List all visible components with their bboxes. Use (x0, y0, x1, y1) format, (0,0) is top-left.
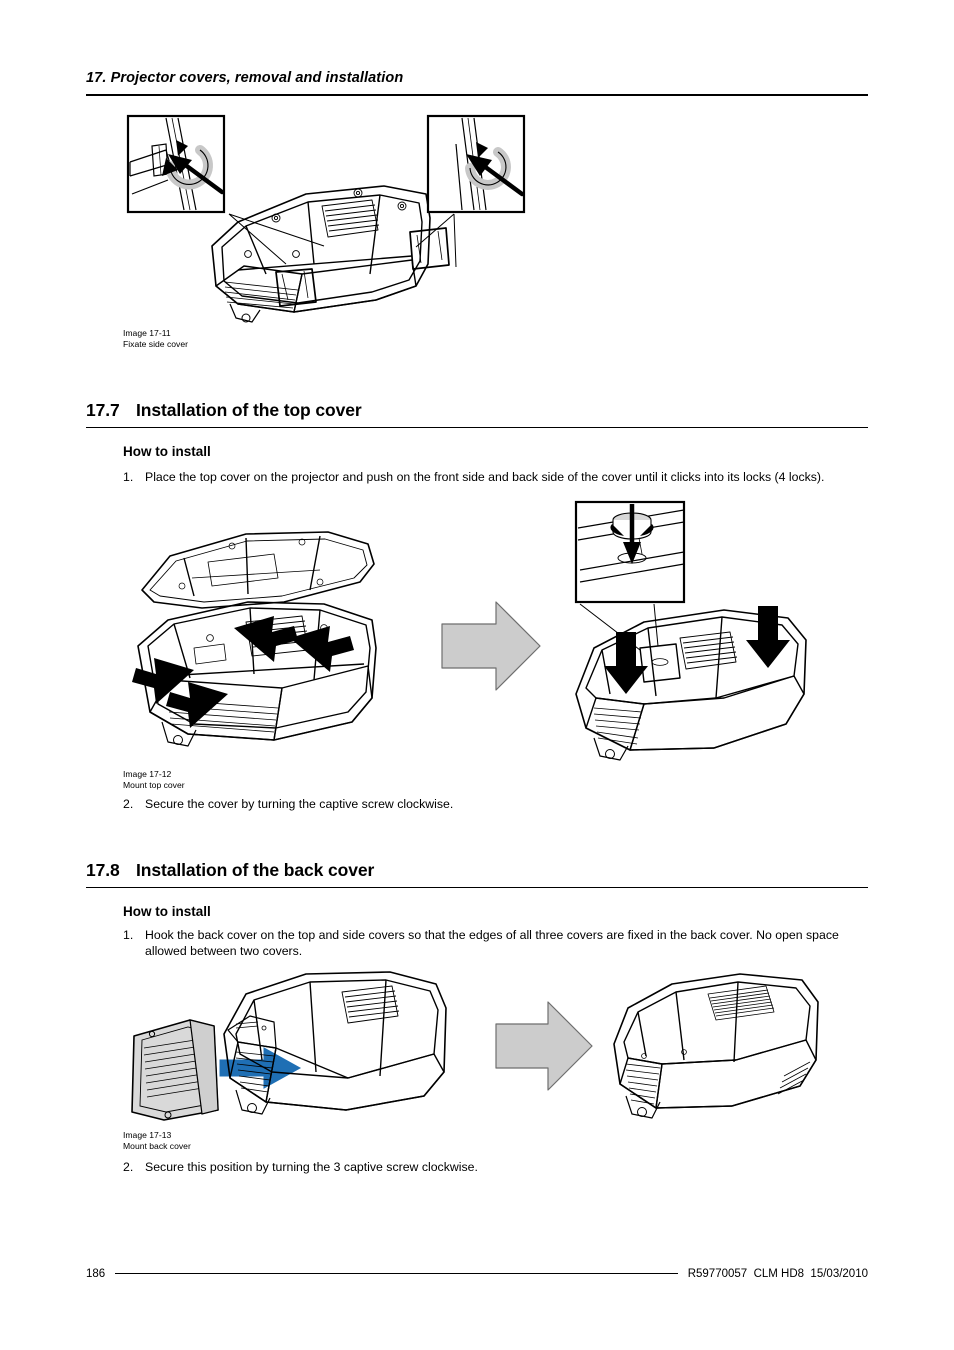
figure-17-12-artwork (132, 500, 807, 761)
blue-insert-arrow (219, 1047, 302, 1089)
detail-callout-left (126, 114, 226, 214)
step-17-8-1-text: Hook the back cover on the top and side … (145, 928, 839, 958)
figure-17-12-caption-id: Image 17-12 (123, 769, 172, 779)
step-17-7-2: 2. Secure the cover by turning the capti… (123, 797, 868, 813)
figure-17-13-caption-text: Mount back cover (123, 1141, 191, 1151)
step-17-7-2-text: Secure the cover by turning the captive … (145, 797, 454, 811)
section-17-7-rule (86, 427, 868, 428)
figure-17-11 (126, 114, 536, 329)
footer-reference: R59770057 CLM HD8 15/03/2010 (687, 1268, 868, 1280)
step-17-8-2-text: Secure this position by turning the 3 ca… (145, 1160, 478, 1174)
figure-17-13-caption-id: Image 17-13 (123, 1130, 172, 1140)
step-17-7-2-number: 2. (123, 797, 134, 811)
running-header: 17. Projector covers, removal and instal… (86, 70, 868, 96)
figure-17-13 (124, 968, 824, 1128)
step-17-7-1-text: Place the top cover on the projector and… (145, 470, 825, 484)
section-17-7-title: Installation of the top cover (136, 400, 362, 420)
footer-rule (115, 1272, 678, 1274)
section-17-7: 17.7 Installation of the top cover How t… (86, 400, 868, 459)
section-17-8-subhead: How to install (123, 904, 211, 919)
back-cover-panel (131, 1019, 219, 1121)
step-17-7-1: 1. Place the top cover on the projector … (123, 470, 868, 486)
step-17-8-2-number: 2. (123, 1160, 134, 1174)
page-footer: 186 R59770057 CLM HD8 15/03/2010 (86, 1268, 868, 1280)
step-17-7-1-number: 1. (123, 470, 134, 484)
figure-17-11-caption-id: Image 17-11 (123, 328, 171, 338)
section-17-7-subhead: How to install (123, 444, 211, 459)
section-17-7-number: 17.7 (86, 400, 120, 420)
section-17-8-heading: 17.8 Installation of the back cover (86, 860, 868, 881)
figure-17-11-artwork (126, 114, 526, 323)
push-arrows (132, 616, 354, 728)
step-17-8-2: 2. Secure this position by turning the 3… (123, 1160, 868, 1176)
section-17-8: 17.8 Installation of the back cover How … (86, 860, 868, 919)
press-arrows (604, 606, 790, 694)
detail-callout-right (426, 114, 526, 214)
section-17-8-number: 17.8 (86, 860, 120, 880)
header-title: 17. Projector covers, removal and instal… (86, 70, 404, 86)
section-17-7-heading: 17.7 Installation of the top cover (86, 400, 868, 421)
process-arrow-top (441, 601, 541, 691)
process-arrow-back (495, 1001, 593, 1091)
figure-17-13-artwork (131, 971, 819, 1121)
section-17-8-title: Installation of the back cover (136, 860, 375, 880)
footer-page-number: 186 (86, 1268, 106, 1280)
detail-callout-screw (574, 500, 686, 651)
step-17-8-1: 1. Hook the back cover on the top and si… (123, 928, 868, 959)
figure-17-12-caption-text: Mount top cover (123, 780, 185, 790)
figure-17-12 (124, 498, 864, 770)
step-17-8-1-number: 1. (123, 928, 134, 942)
header-rule (86, 94, 868, 96)
section-17-8-rule (86, 887, 868, 888)
projector-open-rear (223, 971, 447, 1115)
figure-17-11-caption-text: Fixate side cover (123, 339, 188, 349)
projector-assembled-complete (613, 973, 819, 1119)
